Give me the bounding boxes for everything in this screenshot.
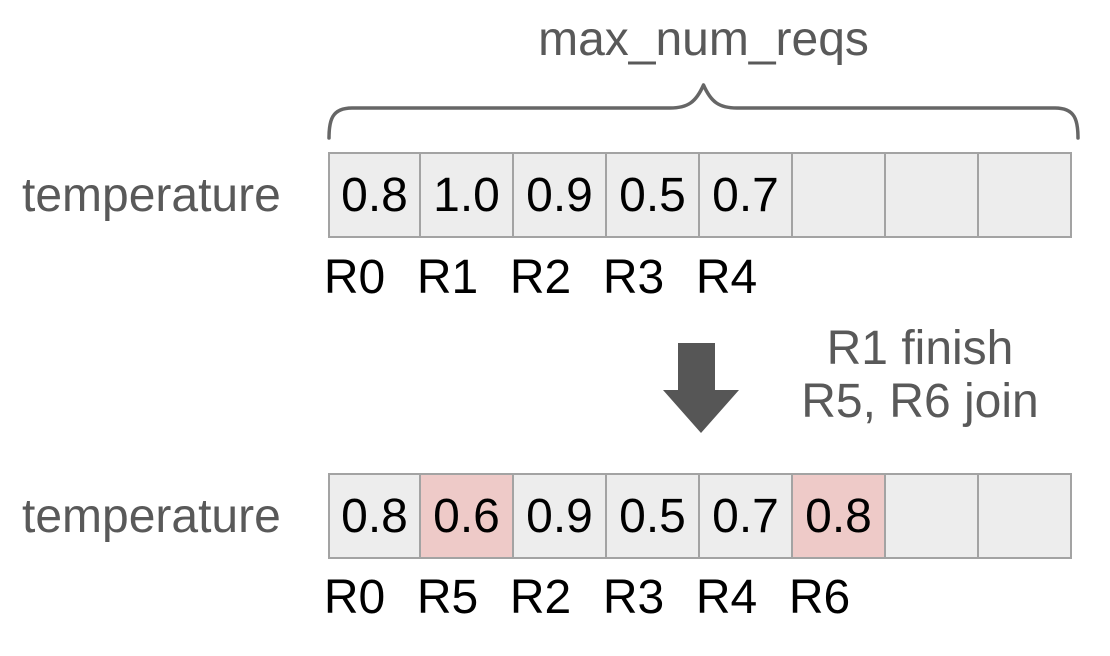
request-label: R3 xyxy=(602,571,665,624)
request-label: R4 xyxy=(695,251,758,304)
request-label: R2 xyxy=(509,571,572,624)
request-label: R0 xyxy=(323,251,386,304)
request-labels-before: R0 R1 R2 R3 R4 xyxy=(308,252,773,304)
temp-cell: 0.8 xyxy=(793,473,886,559)
temp-cell: 0.5 xyxy=(607,152,700,238)
temp-cell: 0.5 xyxy=(607,473,700,559)
temp-cell-empty xyxy=(979,473,1072,559)
request-labels-after: R0 R5 R2 R3 R4 R6 xyxy=(308,572,866,624)
transition-note: R1 finish R5, R6 join xyxy=(760,322,1080,428)
temp-cell: 0.9 xyxy=(514,473,607,559)
transition-note-line1: R1 finish xyxy=(826,322,1014,375)
temperature-array-before: 0.8 1.0 0.9 0.5 0.7 xyxy=(328,152,1072,238)
transition-note-line2: R5, R6 join xyxy=(801,375,1039,428)
request-label: R1 xyxy=(416,251,479,304)
brace-icon xyxy=(327,83,1080,140)
temp-cell: 0.7 xyxy=(700,152,793,238)
temp-cell: 0.6 xyxy=(421,473,514,559)
temp-cell: 0.8 xyxy=(328,473,421,559)
temp-cell: 1.0 xyxy=(421,152,514,238)
temperature-row-label-before: temperature xyxy=(22,169,281,222)
request-label: R4 xyxy=(695,571,758,624)
down-arrow-icon xyxy=(663,343,739,433)
max-num-reqs-label: max_num_reqs xyxy=(538,13,869,66)
request-label: R2 xyxy=(509,251,572,304)
temp-cell-empty xyxy=(886,473,979,559)
request-label: R5 xyxy=(416,571,479,624)
temp-cell: 0.9 xyxy=(514,152,607,238)
request-label: R3 xyxy=(602,251,665,304)
temperature-row-label-after: temperature xyxy=(22,490,281,543)
request-label: R6 xyxy=(788,571,851,624)
temp-cell-empty xyxy=(793,152,886,238)
temp-cell: 0.8 xyxy=(328,152,421,238)
temp-cell: 0.7 xyxy=(700,473,793,559)
temp-cell-empty xyxy=(886,152,979,238)
temperature-array-after: 0.8 0.6 0.9 0.5 0.7 0.8 xyxy=(328,473,1072,559)
temp-cell-empty xyxy=(979,152,1072,238)
request-label: R0 xyxy=(323,571,386,624)
